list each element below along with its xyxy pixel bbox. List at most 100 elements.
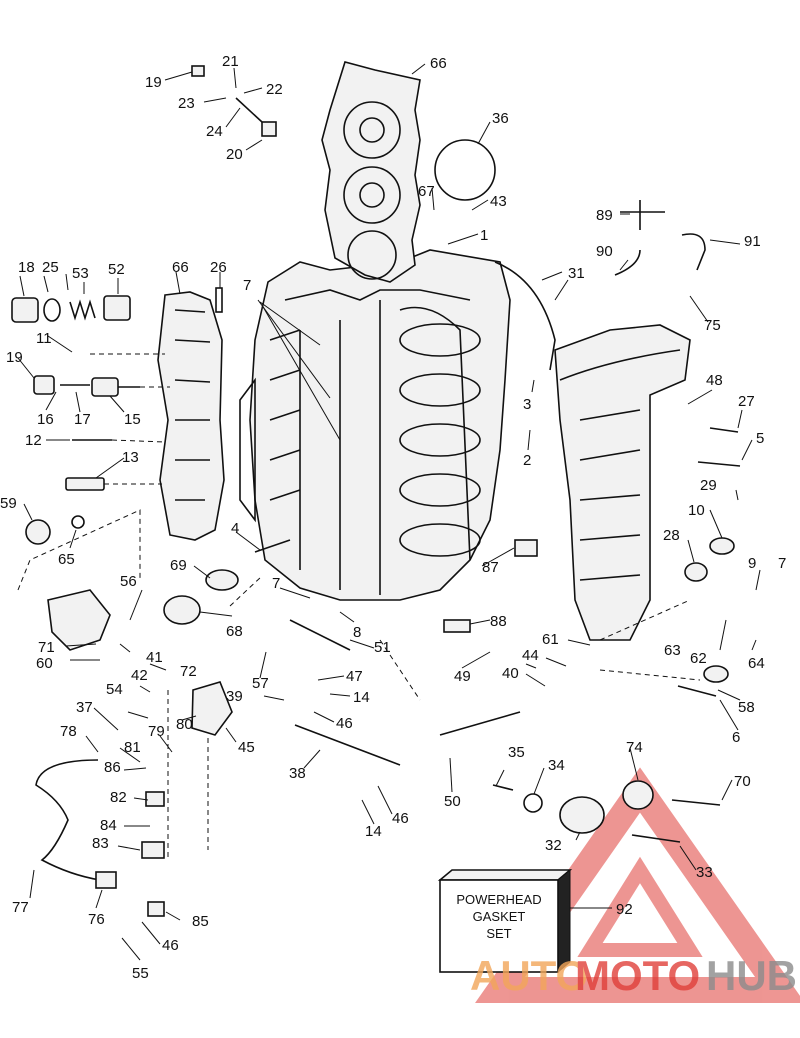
callout-68: 68 xyxy=(226,623,243,640)
callout-46-b: 46 xyxy=(392,810,409,827)
exhaust-cover xyxy=(554,324,691,641)
watermark-hub: HUB xyxy=(706,952,797,999)
callout-92: 92 xyxy=(616,901,633,918)
callout-80: 80 xyxy=(176,716,193,733)
callout-29: 29 xyxy=(700,477,717,494)
callout-91: 91 xyxy=(744,233,761,250)
callout-8: 8 xyxy=(353,624,361,641)
callout-82: 82 xyxy=(110,789,127,806)
callout-56: 56 xyxy=(120,573,137,590)
callout-27: 27 xyxy=(738,393,755,410)
elbow-hose xyxy=(614,249,641,276)
callout-65: 65 xyxy=(58,551,75,568)
callout-18: 18 xyxy=(18,259,35,276)
callout-38: 38 xyxy=(289,765,306,782)
callout-83: 83 xyxy=(92,835,109,852)
leader-lines xyxy=(17,63,761,961)
callout-7-right: 7 xyxy=(778,555,786,572)
callout-63: 63 xyxy=(664,642,681,659)
side-cover xyxy=(157,291,225,541)
callout-69: 69 xyxy=(170,557,187,574)
callout-28: 28 xyxy=(663,527,680,544)
callout-67: 67 xyxy=(418,183,435,200)
callout-86: 86 xyxy=(104,759,121,776)
callout-72: 72 xyxy=(180,663,197,680)
callout-58: 58 xyxy=(738,699,755,716)
callout-23: 23 xyxy=(178,95,195,112)
gasket-set-box: POWERHEAD GASKET SET 92 xyxy=(437,868,633,974)
callout-33: 33 xyxy=(696,864,713,881)
callout-60: 60 xyxy=(36,655,53,672)
callout-85: 85 xyxy=(192,913,209,930)
callout-14-a: 14 xyxy=(353,689,370,706)
callout-78: 78 xyxy=(60,723,77,740)
callout-37: 37 xyxy=(76,699,93,716)
callout-66-top: 66 xyxy=(430,55,447,72)
kit-box-line-1: POWERHEAD xyxy=(456,892,541,907)
callout-66-left: 66 xyxy=(172,259,189,276)
callout-20: 20 xyxy=(226,146,243,163)
kit-box-line-2: GASKET xyxy=(473,909,526,924)
callout-6: 6 xyxy=(732,729,740,746)
callout-54: 54 xyxy=(106,681,123,698)
callout-88: 88 xyxy=(490,613,507,630)
callout-41: 41 xyxy=(146,649,163,666)
callout-2: 2 xyxy=(523,452,531,469)
callout-45: 45 xyxy=(238,739,255,756)
callout-39: 39 xyxy=(226,688,243,705)
callout-50: 50 xyxy=(444,793,461,810)
callout-46-c: 46 xyxy=(162,937,179,954)
callout-13: 13 xyxy=(122,449,139,466)
callout-51: 51 xyxy=(374,639,391,656)
callout-19-left: 19 xyxy=(6,349,23,366)
callout-62: 62 xyxy=(690,650,707,667)
callout-75: 75 xyxy=(704,317,721,334)
callout-22: 22 xyxy=(266,81,283,98)
callout-10: 10 xyxy=(688,502,705,519)
callout-64: 64 xyxy=(748,655,765,672)
callout-87: 87 xyxy=(482,559,499,576)
callout-11: 11 xyxy=(36,330,52,347)
callout-1: 1 xyxy=(480,227,488,244)
callout-57: 57 xyxy=(252,675,269,692)
callout-55: 55 xyxy=(132,965,149,982)
callout-7-top: 7 xyxy=(243,277,251,294)
small-parts xyxy=(11,65,741,917)
callout-4: 4 xyxy=(231,520,239,537)
callout-14-b: 14 xyxy=(365,823,382,840)
kit-box-line-3: SET xyxy=(486,926,511,941)
callout-81: 81 xyxy=(124,739,141,756)
callout-15: 15 xyxy=(124,411,141,428)
o-ring xyxy=(434,139,496,201)
t-fitting xyxy=(620,200,665,230)
callout-49: 49 xyxy=(454,668,471,685)
callout-42: 42 xyxy=(131,667,148,684)
callout-36: 36 xyxy=(492,110,509,127)
callout-21: 21 xyxy=(222,53,239,70)
callout-79: 79 xyxy=(148,723,165,740)
callout-59: 59 xyxy=(0,495,17,512)
callout-31: 31 xyxy=(568,265,585,282)
callout-34: 34 xyxy=(548,757,565,774)
callout-53: 53 xyxy=(72,265,89,282)
callout-32: 32 xyxy=(545,837,562,854)
bypass-hose xyxy=(681,233,706,271)
callout-19-top: 19 xyxy=(145,74,162,91)
callout-7-mid: 7 xyxy=(272,575,280,592)
callout-44: 44 xyxy=(522,647,539,664)
callout-74: 74 xyxy=(626,739,643,756)
callout-77: 77 xyxy=(12,899,29,916)
watermark-moto: MOTO xyxy=(575,952,700,999)
callout-89: 89 xyxy=(596,207,613,224)
callout-90: 90 xyxy=(596,243,613,260)
callout-17: 17 xyxy=(74,411,91,428)
callout-35: 35 xyxy=(508,744,525,761)
callout-84: 84 xyxy=(100,817,117,834)
callout-12: 12 xyxy=(25,432,42,449)
callout-76: 76 xyxy=(88,911,105,928)
watermark-auto: AUTO xyxy=(470,952,588,999)
head-gasket xyxy=(321,61,421,283)
hose xyxy=(494,261,556,371)
callout-43: 43 xyxy=(490,193,507,210)
